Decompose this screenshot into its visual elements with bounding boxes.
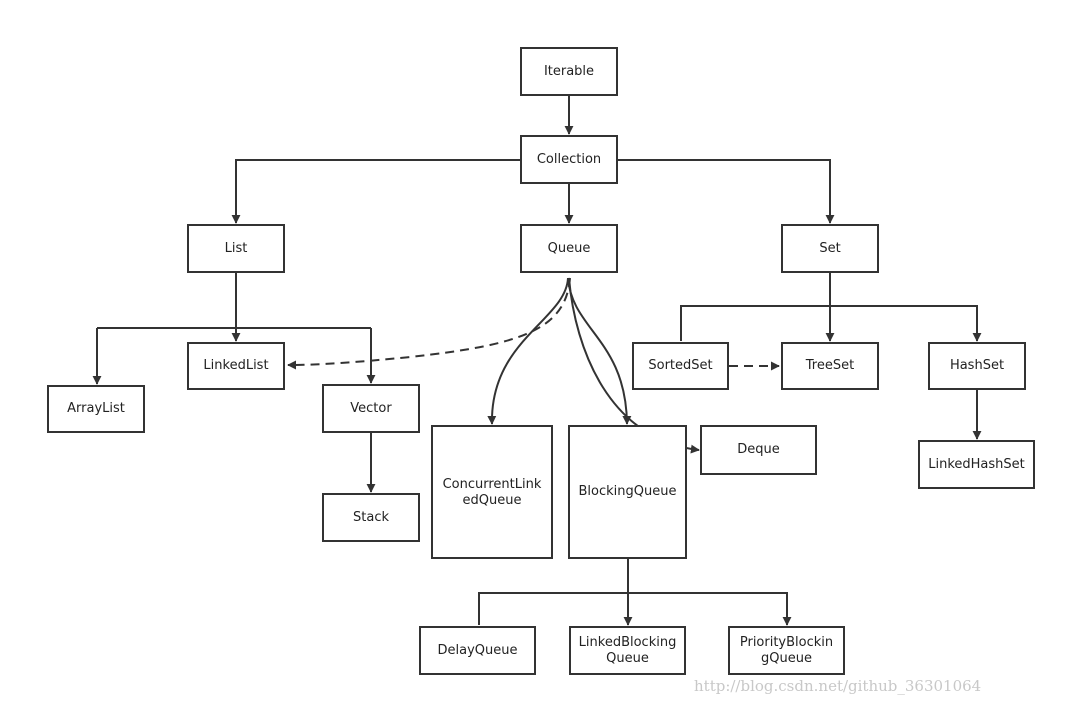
node-collection: Collection <box>520 135 618 184</box>
node-label: Deque <box>737 442 780 457</box>
node-label: Vector <box>350 400 392 416</box>
node-label: LinkedBlocking Queue <box>578 634 677 666</box>
node-label: LinkedHashSet <box>928 456 1025 472</box>
node-label: Stack <box>353 509 389 525</box>
node-stack: Stack <box>322 493 420 542</box>
edge-queue-blockingqueue <box>567 277 632 425</box>
node-label: LinkedList <box>203 358 269 373</box>
node-concurrentlinkedqueue: ConcurrentLink edQueue <box>431 425 553 559</box>
node-sortedset: SortedSet <box>632 342 729 390</box>
node-label: TreeSet <box>805 358 855 373</box>
node-priorityblockingqueue: PriorityBlockin gQueue <box>728 626 845 675</box>
node-label: List <box>224 240 248 256</box>
node-arraylist: ArrayList <box>47 385 145 433</box>
node-hashset: HashSet <box>928 342 1026 390</box>
node-queue: Queue <box>520 224 618 273</box>
edge-set-branch <box>680 272 977 341</box>
node-blockingqueue: BlockingQueue <box>568 425 687 559</box>
watermark-url: http://blog.csdn.net/github_36301064 <box>694 677 982 695</box>
node-label: BlockingQueue <box>578 484 677 499</box>
node-label: Iterable <box>543 63 595 79</box>
node-label: SortedSet <box>648 358 713 373</box>
node-label: ConcurrentLink edQueue <box>442 477 542 508</box>
node-set: Set <box>781 224 879 273</box>
node-list: List <box>187 224 285 273</box>
node-vector: Vector <box>322 384 420 433</box>
node-treeset: TreeSet <box>781 342 879 390</box>
edge-collection-set <box>617 159 835 224</box>
node-linkedlist: LinkedList <box>187 342 285 390</box>
node-label: Queue <box>547 240 591 256</box>
node-linkedhashset: LinkedHashSet <box>918 440 1035 489</box>
node-delayqueue: DelayQueue <box>419 626 536 675</box>
node-iterable: Iterable <box>520 47 618 96</box>
node-label: ArrayList <box>67 401 125 416</box>
node-deque: Deque <box>700 425 817 475</box>
node-linkedblockingqueue: LinkedBlocking Queue <box>569 626 686 675</box>
edge-list-arraylist <box>97 327 371 384</box>
node-label: HashSet <box>949 358 1005 373</box>
edge-collection-list <box>231 159 521 224</box>
node-label: Set <box>819 240 841 256</box>
edge-blockingqueue-branch <box>478 559 787 625</box>
edge-queue-concurrentlinkedqueue <box>487 277 569 425</box>
edge-queue-linkedlist <box>287 277 571 370</box>
node-label: DelayQueue <box>437 642 518 658</box>
node-label: PriorityBlockin gQueue <box>739 634 834 666</box>
node-label: Collection <box>536 151 602 167</box>
